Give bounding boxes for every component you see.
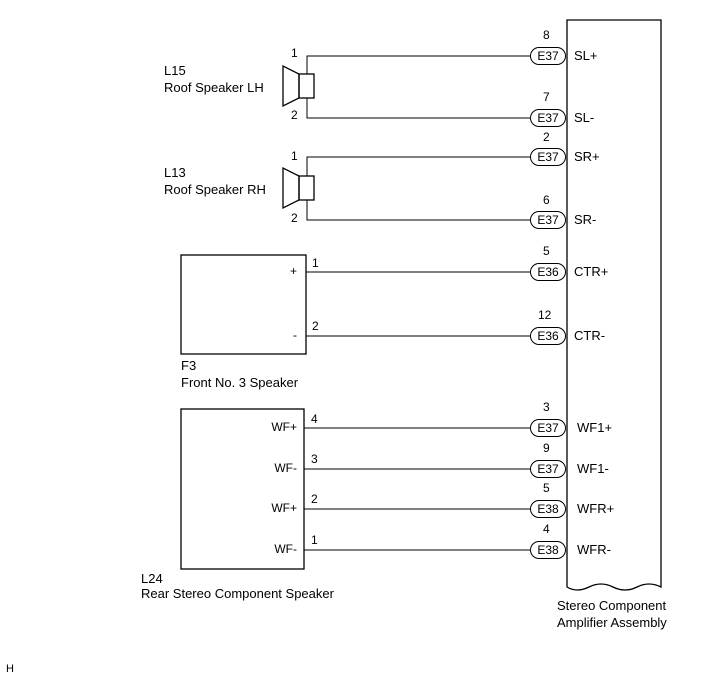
l13-code: L13 [164,165,186,180]
l24-pol-1: WF+ [271,420,297,434]
pin-number: 1 [311,533,318,547]
wire-sl-plus [306,55,530,74]
l15-name: Roof Speaker LH [164,80,264,95]
amp-pin-number: 5 [543,481,550,495]
amp-pin-number: 2 [543,130,550,144]
connector-badge: E38 [530,500,566,518]
pin-number: 1 [291,46,298,60]
signal-label: CTR- [574,328,606,343]
signal-label: SL+ [574,48,598,63]
l24-speaker-box [180,408,305,570]
connector-badge: E37 [530,47,566,65]
pin-number: 3 [311,452,318,466]
f3-neg-label: - [293,328,297,342]
wire-sr-minus [306,200,530,221]
signal-label: WFR+ [577,501,615,516]
wire-sl-minus [306,98,530,119]
speaker-icon-lh [282,64,315,108]
l15-code: L15 [164,63,186,78]
f3-name: Front No. 3 Speaker [181,375,299,390]
footer-mark: H [6,663,14,675]
amp-pin-number: 4 [543,522,550,536]
f3-pos-label: + [289,264,297,278]
l24-pol-3: WF+ [271,501,297,515]
speaker-icon-rh [282,166,315,210]
signal-label: CTR+ [574,264,609,279]
amp-pin-number: 12 [538,308,552,322]
l13-name: Roof Speaker RH [164,182,266,197]
pin-number: 2 [291,211,298,225]
pin-number: 2 [291,108,298,122]
l24-code: L24 [141,571,163,586]
f3-code: F3 [181,358,197,373]
signal-label: WFR- [577,542,611,557]
f3-speaker-box [180,254,307,355]
pin-number: 1 [291,149,298,163]
signal-label: SR- [574,212,597,227]
amp-name-line2: Amplifier Assembly [557,615,667,630]
amp-pin-number: 5 [543,244,550,258]
amp-pin-number: 8 [543,28,550,42]
signal-label: WF1+ [577,420,613,435]
amp-pin-number: 6 [543,193,550,207]
pin-number: 4 [311,412,318,426]
pin-number: 2 [312,319,319,333]
connector-badge: E37 [530,109,566,127]
connector-badge: E37 [530,419,566,437]
signal-label: WF1- [577,461,609,476]
connector-badge: E38 [530,541,566,559]
pin-number: 2 [311,492,318,506]
l24-pol-2: WF- [274,461,297,475]
connector-badge: E37 [530,460,566,478]
amplifier-box [566,19,662,591]
wire-sr-plus [306,156,530,176]
l24-name: Rear Stereo Component Speaker [141,586,334,601]
connector-badge: E36 [530,263,566,281]
connector-badge: E37 [530,148,566,166]
amp-pin-number: 3 [543,400,550,414]
connector-badge: E37 [530,211,566,229]
amp-name-line1: Stereo Component [557,598,667,613]
l24-pol-4: WF- [274,542,297,556]
signal-label: SL- [574,110,595,125]
amp-pin-number: 7 [543,90,550,104]
pin-number: 1 [312,256,319,270]
amp-pin-number: 9 [543,441,550,455]
signal-label: SR+ [574,149,600,164]
connector-badge: E36 [530,327,566,345]
wires [304,55,530,551]
